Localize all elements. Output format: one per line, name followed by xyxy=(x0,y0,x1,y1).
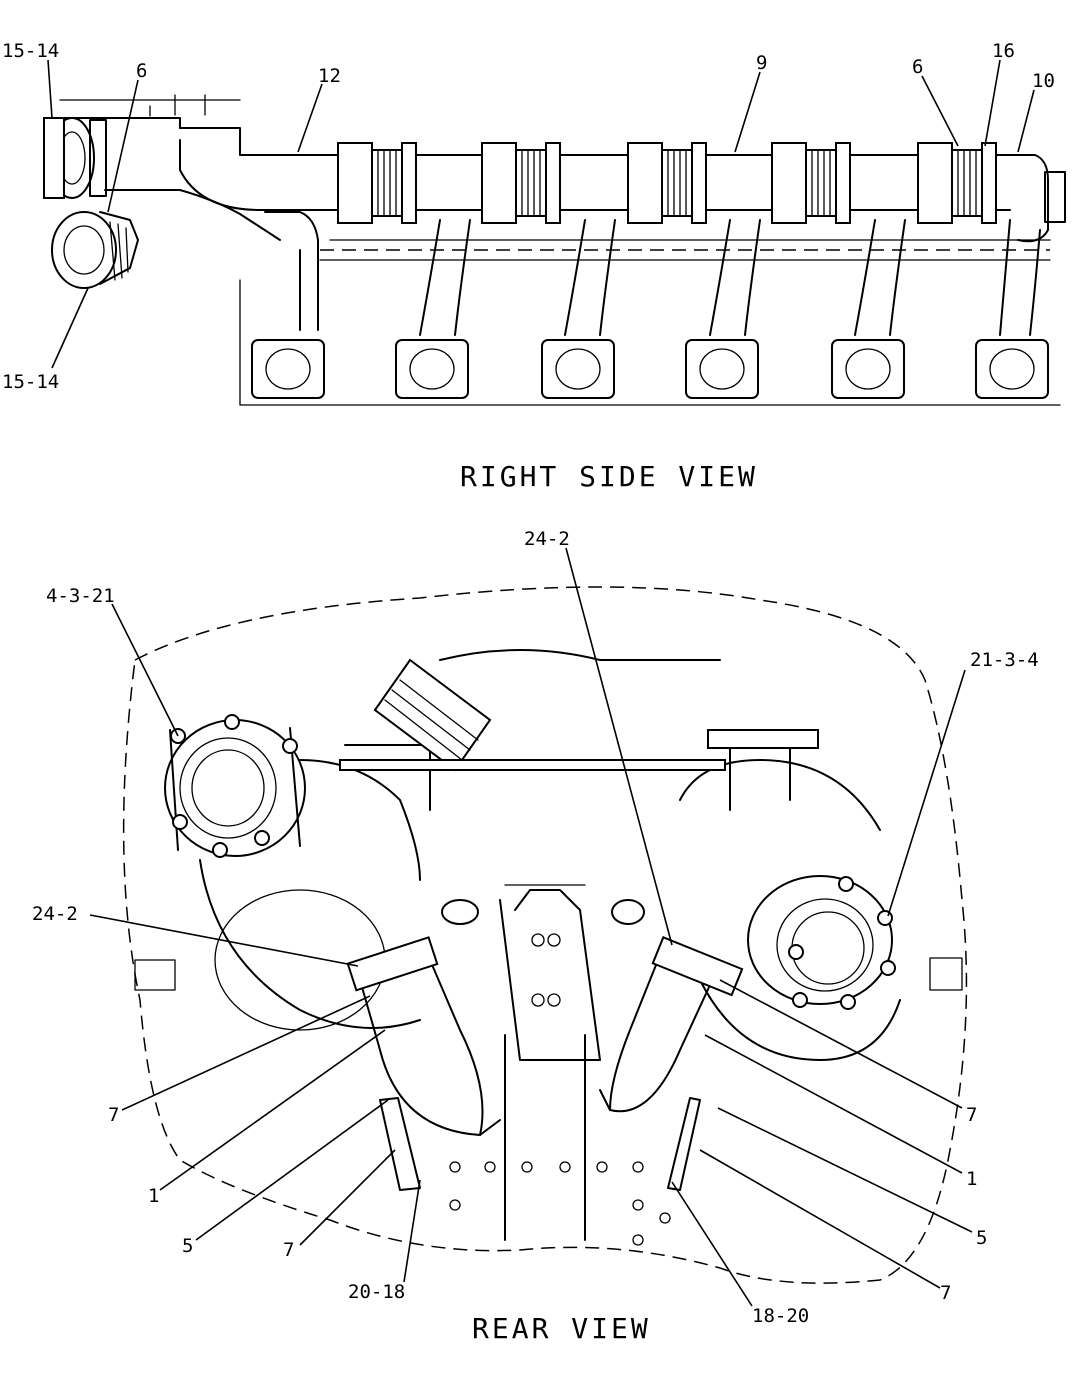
right-side-leaders xyxy=(47,59,1035,369)
left-elbow xyxy=(346,899,501,1191)
callout-10: 10 xyxy=(1032,70,1055,92)
callout-7-left-upper: 7 xyxy=(108,1104,119,1126)
callout-4-3-21: 4-3-21 xyxy=(46,585,115,607)
callout-7-left-lower: 7 xyxy=(283,1239,294,1261)
left-upper-flange xyxy=(43,117,107,199)
callout-18-20: 18-20 xyxy=(752,1305,809,1327)
callout-6-right: 6 xyxy=(912,56,923,78)
center-pedestal xyxy=(499,884,601,1241)
bellows-5 xyxy=(917,142,997,224)
crossover-bellows xyxy=(339,649,819,811)
callout-21-3-4: 21-3-4 xyxy=(970,649,1039,671)
callout-5-right: 5 xyxy=(976,1227,987,1249)
callout-7-right-lower: 7 xyxy=(940,1282,951,1304)
callout-15-14-bottom: 15-14 xyxy=(2,371,59,393)
left-turbo xyxy=(164,714,421,1031)
bellows-2 xyxy=(481,142,561,224)
rear-view-leaders xyxy=(89,547,973,1307)
right-side-view xyxy=(43,94,1066,406)
callout-12: 12 xyxy=(318,65,341,87)
cylinder-ports xyxy=(251,339,1049,399)
callout-1-left: 1 xyxy=(148,1185,159,1207)
bellows-1 xyxy=(337,142,417,224)
callout-7-right-upper: 7 xyxy=(966,1104,977,1126)
callout-9: 9 xyxy=(756,52,767,74)
callout-24-2-top: 24-2 xyxy=(524,528,570,550)
bellows-4 xyxy=(771,142,851,224)
right-side-view-caption: RIGHT SIDE VIEW xyxy=(460,460,758,493)
rear-view-caption: REAR VIEW xyxy=(472,1312,651,1345)
callout-6-left: 6 xyxy=(136,60,147,82)
bellows-3 xyxy=(627,142,707,224)
rear-view xyxy=(122,586,968,1284)
left-lower-flange xyxy=(51,211,139,289)
callout-16: 16 xyxy=(992,40,1015,62)
right-turbo xyxy=(679,759,901,1061)
callout-20-18: 20-18 xyxy=(348,1281,405,1303)
callout-24-2-left: 24-2 xyxy=(32,903,78,925)
bolt-grid xyxy=(449,1161,671,1246)
callout-5-left: 5 xyxy=(182,1235,193,1257)
callout-15-14-top: 15-14 xyxy=(2,40,59,62)
callout-1-right: 1 xyxy=(966,1168,977,1190)
